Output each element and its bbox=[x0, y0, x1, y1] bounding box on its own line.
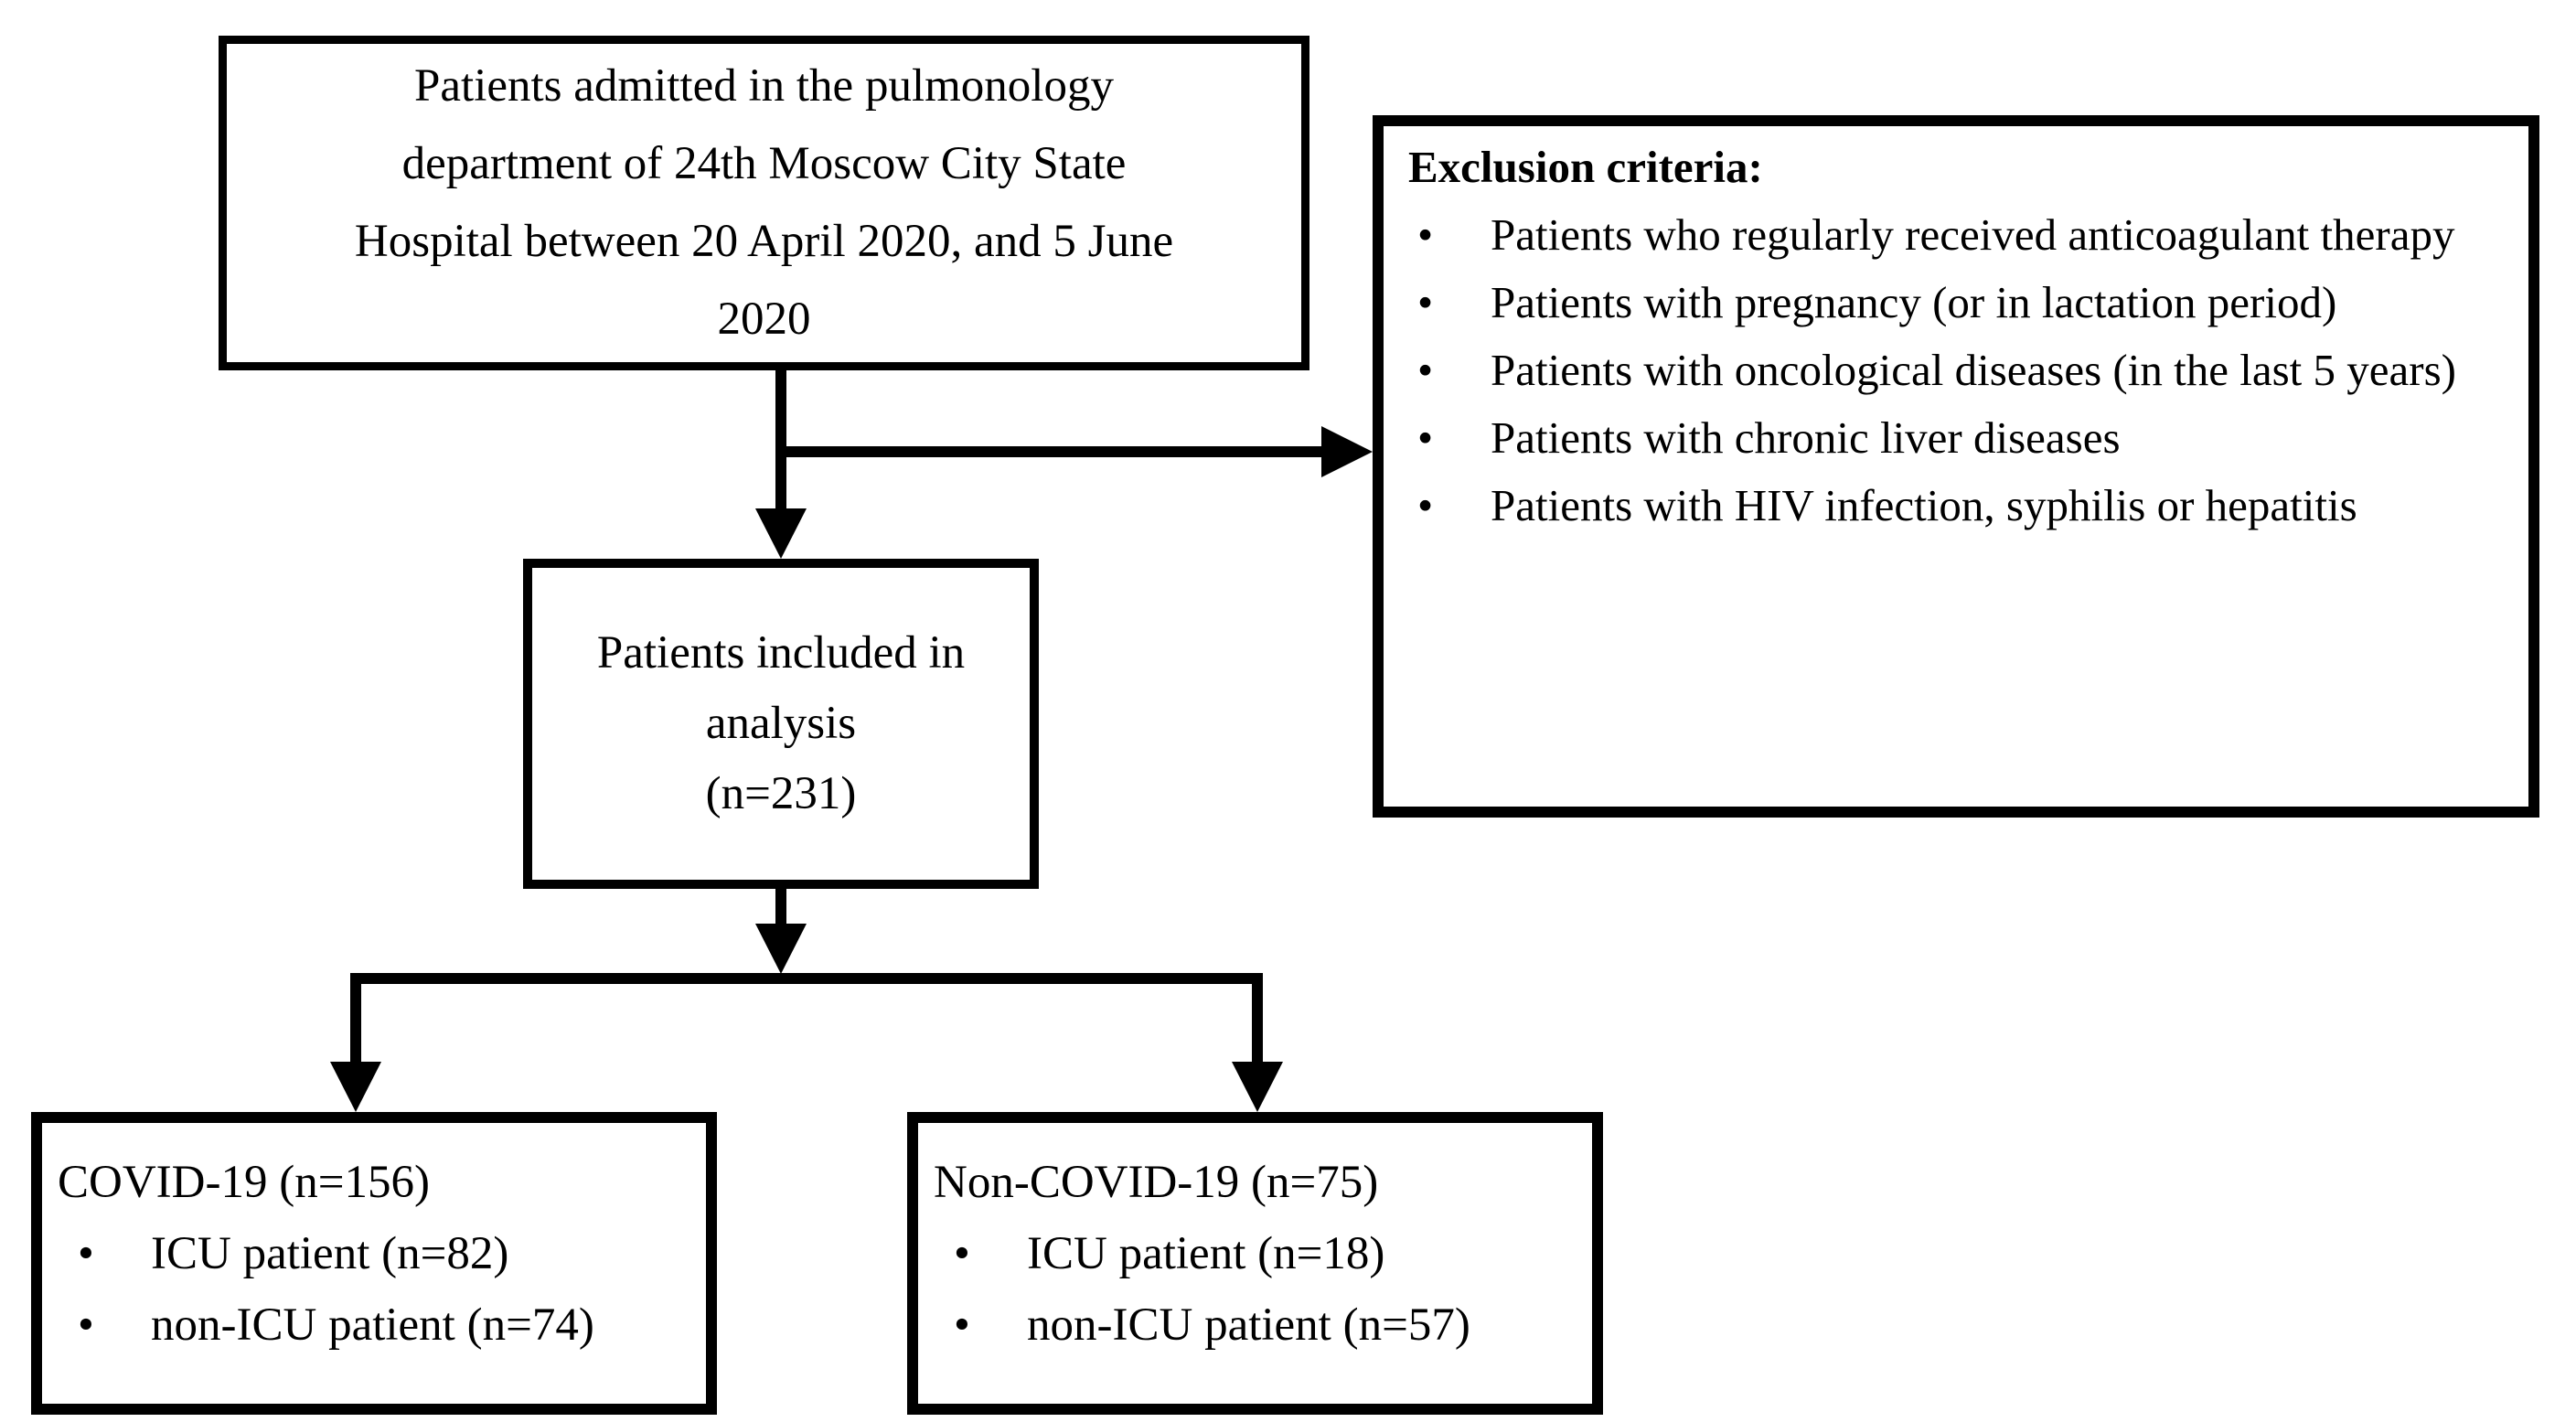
admission-text-line: Hospital between 20 April 2020, and 5 Ju… bbox=[354, 216, 1174, 267]
covid-item-text: non-ICU patient (n=74) bbox=[151, 1299, 594, 1351]
exclusion-item: • Patients with chronic liver diseases bbox=[1397, 404, 2510, 472]
covid-group-item: • non-ICU patient (n=74) bbox=[58, 1289, 697, 1361]
arrowhead-into-analysis-icon bbox=[755, 508, 807, 559]
exclusion-item: • Patients with oncological diseases (in… bbox=[1397, 337, 2510, 404]
exclusion-item: • Patients with pregnancy (or in lactati… bbox=[1397, 269, 2510, 337]
connector-analysis-down bbox=[775, 889, 786, 924]
non-covid-group-title: Non-COVID-19 (n=75) bbox=[934, 1157, 1379, 1208]
bullet-marker: • bbox=[78, 1228, 94, 1279]
covid-group-item: • ICU patient (n=82) bbox=[58, 1218, 697, 1289]
non-covid-item-text: ICU patient (n=18) bbox=[1027, 1228, 1385, 1279]
bullet-marker: • bbox=[1417, 277, 1434, 327]
exclusion-item-text: Patients with chronic liver diseases bbox=[1491, 412, 2121, 463]
admission-box: Patients admitted in the pulmonology dep… bbox=[219, 36, 1309, 370]
branch-left-drop bbox=[350, 973, 361, 1062]
covid-group-title: COVID-19 (n=156) bbox=[58, 1157, 430, 1208]
non-covid-group-item: • non-ICU patient (n=57) bbox=[934, 1289, 1583, 1361]
covid-group-box: COVID-19 (n=156) • ICU patient (n=82) • … bbox=[31, 1112, 717, 1415]
branch-right-drop bbox=[1252, 973, 1263, 1062]
covid-item-text: ICU patient (n=82) bbox=[151, 1228, 509, 1279]
bullet-marker: • bbox=[954, 1299, 970, 1351]
exclusion-item-text: Patients with pregnancy (or in lactation… bbox=[1491, 277, 2337, 327]
analysis-text-line: (n=231) bbox=[705, 768, 857, 819]
non-covid-group-box: Non-COVID-19 (n=75) • ICU patient (n=18)… bbox=[907, 1112, 1603, 1415]
arrowhead-into-exclusion-icon bbox=[1321, 426, 1373, 477]
exclusion-criteria-title: Exclusion criteria: bbox=[1408, 142, 1763, 192]
admission-text-line: department of 24th Moscow City State bbox=[401, 138, 1127, 189]
exclusion-item: • Patients with HIV infection, syphilis … bbox=[1397, 472, 2510, 540]
arrowhead-into-covid-icon bbox=[330, 1062, 381, 1112]
arrowhead-to-branch-icon bbox=[755, 924, 807, 974]
branch-horizontal-line bbox=[350, 973, 1263, 984]
non-covid-group-item: • ICU patient (n=18) bbox=[934, 1218, 1583, 1289]
connector-to-exclusion bbox=[775, 446, 1321, 457]
connector-admission-to-analysis bbox=[775, 369, 786, 508]
bullet-marker: • bbox=[1417, 209, 1434, 260]
admission-text-line: 2020 bbox=[717, 294, 811, 345]
admission-text-line: Patients admitted in the pulmonology bbox=[414, 60, 1114, 112]
analysis-text-line: Patients included in bbox=[596, 627, 966, 679]
exclusion-item: • Patients who regularly received antico… bbox=[1397, 201, 2510, 269]
exclusion-item-text: Patients with HIV infection, syphilis or… bbox=[1491, 480, 2357, 530]
bullet-marker: • bbox=[1417, 412, 1434, 463]
arrowhead-into-non-covid-icon bbox=[1232, 1062, 1283, 1112]
exclusion-item-text: Patients who regularly received anticoag… bbox=[1491, 209, 2455, 260]
bullet-marker: • bbox=[954, 1228, 970, 1279]
exclusion-item-text: Patients with oncological diseases (in t… bbox=[1491, 345, 2456, 395]
bullet-marker: • bbox=[78, 1299, 94, 1351]
included-in-analysis-box: Patients included in analysis (n=231) bbox=[523, 559, 1039, 889]
bullet-marker: • bbox=[1417, 480, 1434, 530]
exclusion-criteria-box: Exclusion criteria: • Patients who regul… bbox=[1373, 115, 2539, 818]
non-covid-item-text: non-ICU patient (n=57) bbox=[1027, 1299, 1470, 1351]
bullet-marker: • bbox=[1417, 345, 1434, 395]
analysis-text-line: analysis bbox=[705, 698, 857, 749]
